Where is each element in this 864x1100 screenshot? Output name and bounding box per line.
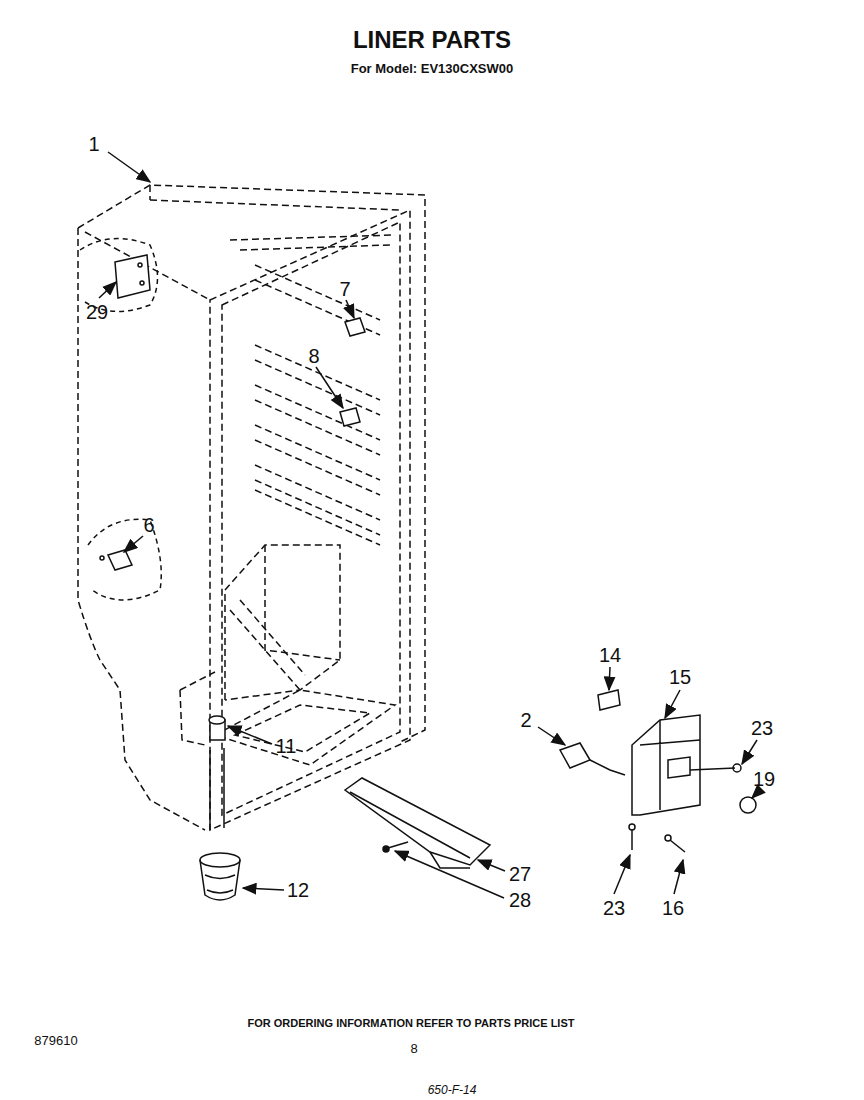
callout-number: 8: [308, 346, 319, 366]
callout-number: 15: [669, 667, 691, 687]
callout-number: 23: [751, 718, 773, 738]
callout-number: 11: [276, 736, 297, 756]
callout-number: 14: [599, 645, 621, 665]
callout-number: 1: [88, 134, 99, 154]
ordering-note: FOR ORDERING INFORMATION REFER TO PARTS …: [248, 1018, 575, 1029]
page-number: 8: [410, 1042, 417, 1055]
callout-number: 28: [509, 890, 531, 910]
handwritten-code: 650-F-14: [428, 1084, 477, 1096]
callout-number: 12: [287, 880, 309, 900]
callout-number: 29: [86, 302, 108, 322]
callout-number: 16: [662, 898, 684, 918]
callout-number: 6: [143, 515, 154, 535]
callout-number: 19: [753, 769, 775, 789]
diagram-title: LINER PARTS: [353, 28, 511, 52]
callout-number: 2: [520, 710, 531, 730]
callout-number: 23: [603, 898, 625, 918]
callout-number: 27: [509, 864, 531, 884]
model-subtitle: For Model: EV130CXSW00: [351, 62, 514, 75]
callout-number: 7: [339, 279, 350, 299]
drawing-number: 879610: [34, 1034, 77, 1047]
